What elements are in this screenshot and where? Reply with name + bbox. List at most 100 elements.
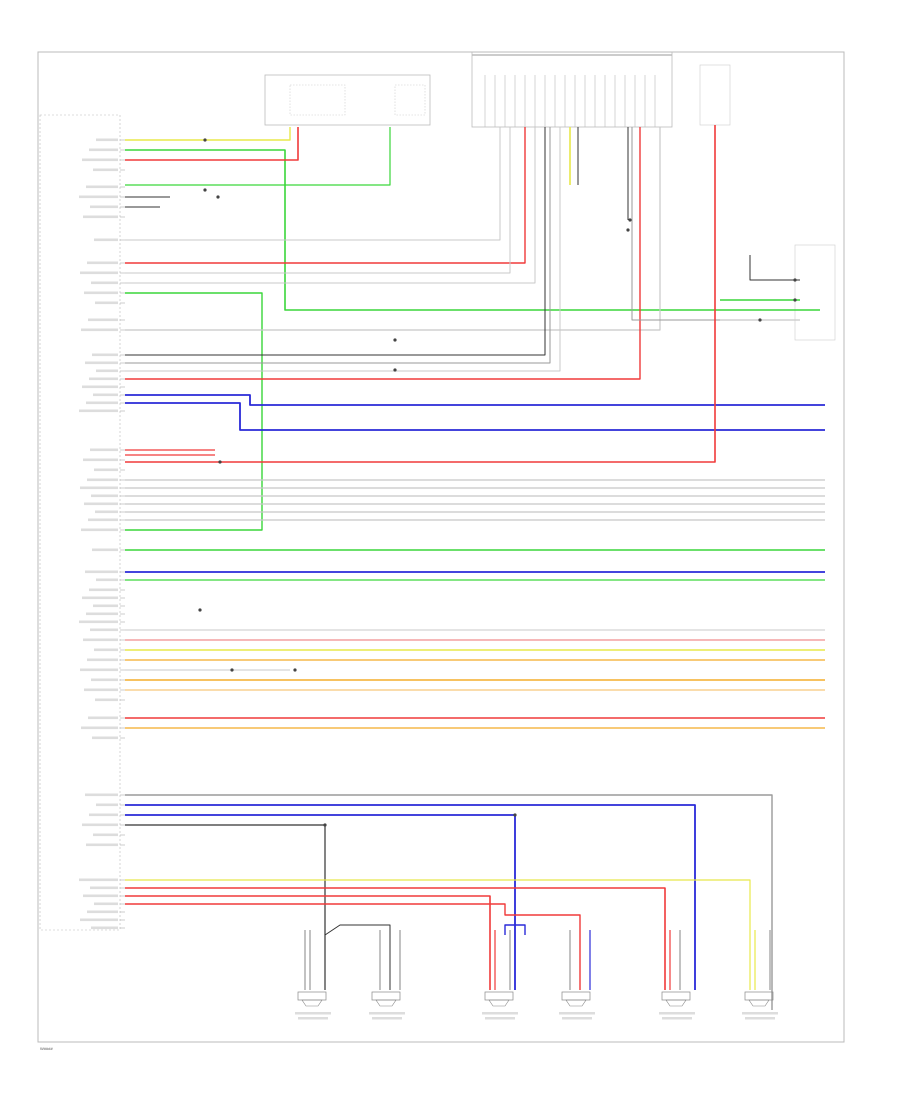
pin-label-placeholder <box>93 393 118 397</box>
fuse-box-inner <box>289 84 346 116</box>
wire-harness <box>125 75 825 1010</box>
splice-dot <box>230 668 234 672</box>
splice-dot <box>198 608 202 612</box>
junction-block-top <box>471 51 673 128</box>
wire-black-tweeter-left <box>324 924 391 990</box>
splice-dot <box>203 188 207 192</box>
pin-label-placeholder <box>85 361 118 365</box>
wire-green-relay <box>125 127 391 186</box>
pin-label-placeholder <box>93 833 118 837</box>
pin-label-placeholder <box>96 578 118 582</box>
wire-gray-2 <box>125 127 511 274</box>
speaker-left-rear-label-placeholder <box>742 1012 778 1015</box>
pin-label-placeholder <box>91 678 118 682</box>
speaker-right-front-tweeter-body <box>561 991 591 1001</box>
head-unit-module <box>39 114 121 931</box>
splice-points <box>198 138 797 827</box>
relay-box-inner <box>394 84 426 116</box>
diagram-frame <box>37 51 845 1043</box>
pin-label-placeholder <box>95 698 118 702</box>
pin-label-placeholder <box>81 328 118 332</box>
fuse-box-top-left <box>264 74 431 126</box>
pin-label-placeholder <box>86 843 118 847</box>
wire-green-loop <box>125 292 263 531</box>
pin-label-placeholder <box>90 205 118 209</box>
pin-label-placeholder <box>79 195 118 199</box>
pin-label-placeholder <box>89 813 118 817</box>
pin-label-placeholder <box>91 494 118 498</box>
pin-label-placeholder <box>80 271 118 275</box>
pin-label-placeholder <box>82 385 118 389</box>
pin-label-placeholder <box>84 291 118 295</box>
pin-label-placeholder <box>80 918 118 922</box>
wire-gray-1 <box>125 127 501 241</box>
pin-label-placeholder <box>82 596 118 600</box>
pin-label-placeholder <box>84 688 118 692</box>
pin-label-placeholder <box>79 409 118 413</box>
wire-black-1 <box>125 127 546 356</box>
splice-dot <box>218 460 222 464</box>
pin-label-placeholder <box>87 478 118 482</box>
pin-label-placeholder <box>94 902 118 906</box>
pin-label-placeholder <box>89 588 118 592</box>
speaker-center-label-placeholder <box>659 1012 695 1015</box>
pin-label-placeholder <box>83 894 118 898</box>
pin-label-placeholder <box>84 502 118 506</box>
pin-label-placeholder <box>85 793 118 797</box>
splice-dot <box>793 298 797 302</box>
wire-blue-1 <box>125 394 825 406</box>
speaker-left-front-door-body <box>297 991 327 1001</box>
pin-label-placeholder <box>83 638 118 642</box>
wire-gray-3 <box>125 127 536 284</box>
speaker-left-front-tweeter-label-placeholder-2 <box>372 1017 402 1020</box>
wire-blue-speaker-center <box>125 804 696 990</box>
splice-dot <box>628 218 632 222</box>
pin-label-placeholder <box>91 926 118 930</box>
module-pin-labels <box>79 138 118 930</box>
wire-red-right-fuse <box>125 125 716 463</box>
diagram-code: W#### <box>40 1046 53 1051</box>
splice-dot <box>323 823 327 827</box>
pin-label-placeholder <box>86 401 118 405</box>
module-pin-ticks <box>120 139 125 929</box>
speaker-right-front-door-label-placeholder-2 <box>485 1017 515 1020</box>
pin-label-placeholder <box>93 168 118 172</box>
wire-blue-2 <box>125 402 825 431</box>
pin-label-placeholder <box>93 604 118 608</box>
wire-red-speaker-right <box>125 895 491 990</box>
pin-label-placeholder <box>92 736 118 740</box>
antenna-module <box>794 244 836 341</box>
splice-dot <box>216 195 220 199</box>
splice-dot <box>793 278 797 282</box>
pin-label-placeholder <box>96 803 118 807</box>
pin-label-placeholder <box>90 448 118 452</box>
pin-label-placeholder <box>87 261 118 265</box>
pin-label-placeholder <box>94 468 118 472</box>
pin-label-placeholder <box>94 648 118 652</box>
speaker-right-front-door-label-placeholder <box>482 1012 518 1015</box>
wire-gray-6 <box>125 127 561 372</box>
pin-label-placeholder <box>87 910 118 914</box>
wire-gray-speaker-bus <box>125 794 773 1010</box>
wire-yellow-top <box>125 127 291 141</box>
splice-dot <box>393 368 397 372</box>
pin-label-placeholder <box>82 823 118 827</box>
wire-black-antenna <box>749 255 800 281</box>
wire-blue-speaker-right <box>125 814 516 990</box>
speaker-left-rear-cone <box>748 999 770 1007</box>
pin-label-placeholder <box>88 518 118 522</box>
pin-label-placeholder <box>86 612 118 616</box>
speaker-left-front-tweeter-body <box>371 991 401 1001</box>
pin-label-placeholder <box>83 458 118 462</box>
pin-label-placeholder <box>96 369 118 373</box>
splice-dot <box>758 318 762 322</box>
speaker-left-front-door-label-placeholder-2 <box>298 1017 328 1020</box>
pin-label-placeholder <box>80 486 118 490</box>
pin-label-placeholder <box>96 138 118 142</box>
pin-label-placeholder <box>88 716 118 720</box>
speaker-left-front-door-cone <box>301 999 323 1007</box>
pin-label-placeholder <box>92 353 118 357</box>
speaker-left-rear-body <box>744 991 774 1001</box>
speaker-right-front-door-cone <box>488 999 510 1007</box>
